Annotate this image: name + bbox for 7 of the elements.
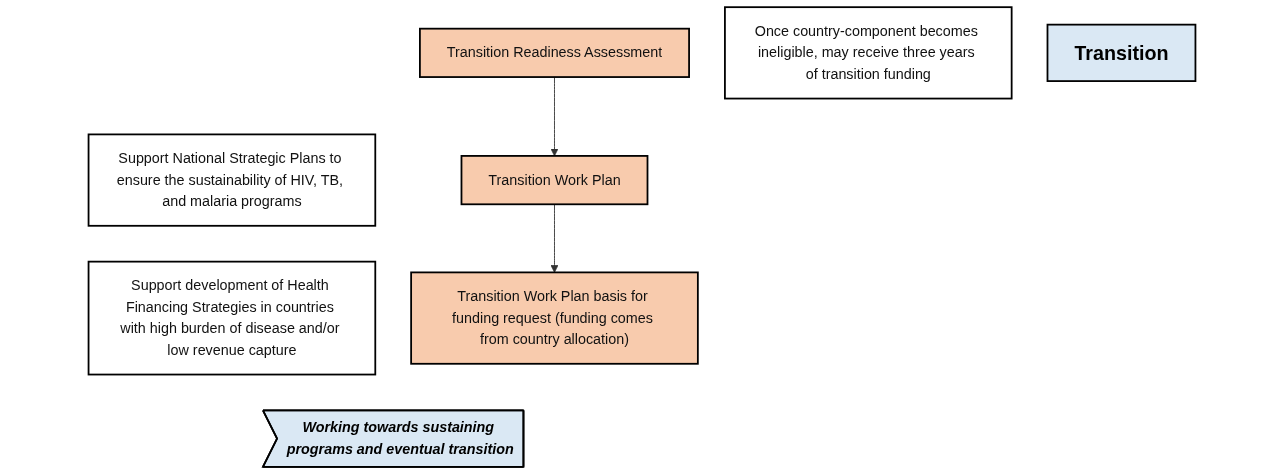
node-box: Transition Work Plan basis for funding request (funding comes from country allocation) — [410, 271, 699, 365]
node-box: Transition — [1046, 23, 1197, 82]
node-box: Transition Work Plan — [460, 155, 649, 206]
node-box: Once country-component becomes ineligible, may receive three years of transition funding — [724, 6, 1013, 100]
node-box: Transition Readiness Assessment — [419, 27, 690, 78]
node-box: Support National Strategic Plans to ensure the sustainability of HIV, TB, and malaria programs — [87, 133, 377, 227]
node-box: Support development of Health Financing Strategies in countries with high burden of disease and/or low revenue capture — [87, 260, 377, 376]
